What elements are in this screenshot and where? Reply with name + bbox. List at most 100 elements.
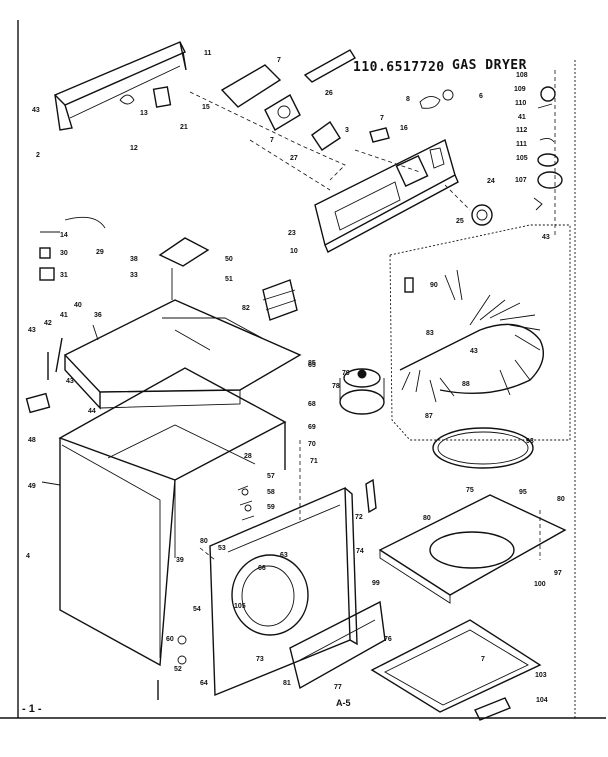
callout-label: 3	[345, 127, 349, 134]
callout-label: 88	[462, 381, 470, 388]
callout-label: 23	[288, 230, 296, 237]
callout-label: 77	[334, 684, 342, 691]
drum-roller-108	[540, 86, 556, 102]
callout-label: 10	[290, 248, 298, 255]
callout-label: 38	[130, 256, 138, 263]
callout-label: 79	[342, 370, 350, 377]
harness-box	[389, 224, 571, 441]
callout-label: 21	[180, 124, 188, 131]
callout-label: 103	[535, 672, 547, 679]
callout-label: 25	[456, 218, 464, 225]
callout-label: 76	[384, 636, 392, 643]
callout-label: 90	[430, 282, 438, 289]
callout-label: 42	[44, 320, 52, 327]
callout-label: 6	[479, 93, 483, 100]
callout-label: 39	[176, 557, 184, 564]
callout-label: 7	[277, 57, 281, 64]
callout-label: 65	[308, 362, 316, 369]
callout-label: 2	[36, 152, 40, 159]
wire-harness-83	[399, 269, 544, 403]
callout-label: 72	[355, 514, 363, 521]
callout-label: 87	[425, 413, 433, 420]
handle-104	[474, 697, 511, 721]
callout-label: 107	[515, 177, 527, 184]
switch-plate	[264, 94, 301, 131]
callout-label: 109	[514, 86, 526, 93]
callout-label: 41	[518, 114, 526, 121]
bracket-30	[39, 247, 51, 259]
callout-label: 43	[66, 378, 74, 385]
callout-label: 105	[234, 603, 246, 610]
front-panel-71	[209, 486, 358, 697]
callout-label: 44	[88, 408, 96, 415]
callout-label: 112	[516, 127, 528, 134]
top-panel-75	[378, 494, 567, 604]
switch-16	[369, 127, 390, 143]
bracket-48	[25, 392, 51, 414]
callout-label: 30	[60, 250, 68, 257]
belt-107	[537, 171, 563, 189]
callout-label: 60	[166, 636, 174, 643]
callout-label: 36	[94, 312, 102, 319]
gas-valve-top	[343, 368, 381, 388]
top-plate-15	[220, 64, 282, 108]
callout-label: 57	[267, 473, 275, 480]
callout-label: 14	[60, 232, 68, 239]
callout-label: 8	[406, 96, 410, 103]
clip-109	[537, 103, 553, 109]
callout-label: 80	[423, 515, 431, 522]
callout-label: 78	[332, 383, 340, 390]
product-name: GAS DRYER	[452, 58, 527, 73]
switch-knob	[277, 105, 291, 119]
callout-label: 105	[516, 155, 528, 162]
callout-label: 29	[96, 249, 104, 256]
terminal-block-90	[404, 277, 414, 293]
callout-label: 43	[542, 234, 550, 241]
callout-label: 93	[526, 438, 534, 445]
burner-bracket-38	[158, 237, 210, 267]
door-assembly-103	[370, 619, 542, 713]
callout-label: 43	[32, 107, 40, 114]
callout-label: 24	[487, 178, 495, 185]
callout-label: 52	[174, 666, 182, 673]
callout-label: 26	[325, 90, 333, 97]
callout-label: 70	[308, 441, 316, 448]
callout-label: 59	[267, 504, 275, 511]
callout-label: 7	[380, 115, 384, 122]
callout-label: 27	[290, 155, 298, 162]
callout-label: 108	[516, 72, 528, 79]
callout-label: 49	[28, 483, 36, 490]
callout-label: 16	[400, 125, 408, 132]
callout-label: 51	[225, 276, 233, 283]
page-code: A-5	[336, 698, 351, 708]
callout-label: 100	[534, 581, 546, 588]
cabinet-body	[58, 367, 287, 667]
kick-panel-77	[289, 600, 386, 690]
callout-label: 104	[536, 697, 548, 704]
fuse-31	[39, 267, 55, 281]
knob-assy-6	[419, 96, 441, 109]
callout-label: 13	[140, 110, 148, 117]
wire-41	[55, 337, 63, 373]
callout-label: 11	[204, 50, 212, 57]
callout-label: 80	[200, 538, 208, 545]
callout-label: 68	[308, 401, 316, 408]
callout-label: 63	[280, 552, 288, 559]
callout-label: 111	[516, 141, 527, 148]
callout-label: 75	[466, 487, 474, 494]
callout-label: 7	[270, 137, 274, 144]
callout-label: 73	[256, 656, 264, 663]
callout-label: 85	[308, 360, 316, 367]
callout-label: 74	[356, 548, 364, 555]
screw-36	[92, 324, 99, 341]
rear-top-panel	[53, 41, 187, 131]
callout-label: 12	[130, 145, 138, 152]
callout-label: 95	[519, 489, 527, 496]
callout-label: 43	[28, 327, 36, 334]
callout-label: 48	[28, 437, 36, 444]
bracket-26	[303, 49, 356, 83]
callout-label: 54	[193, 606, 201, 613]
gas-valve-bottom	[339, 389, 385, 415]
